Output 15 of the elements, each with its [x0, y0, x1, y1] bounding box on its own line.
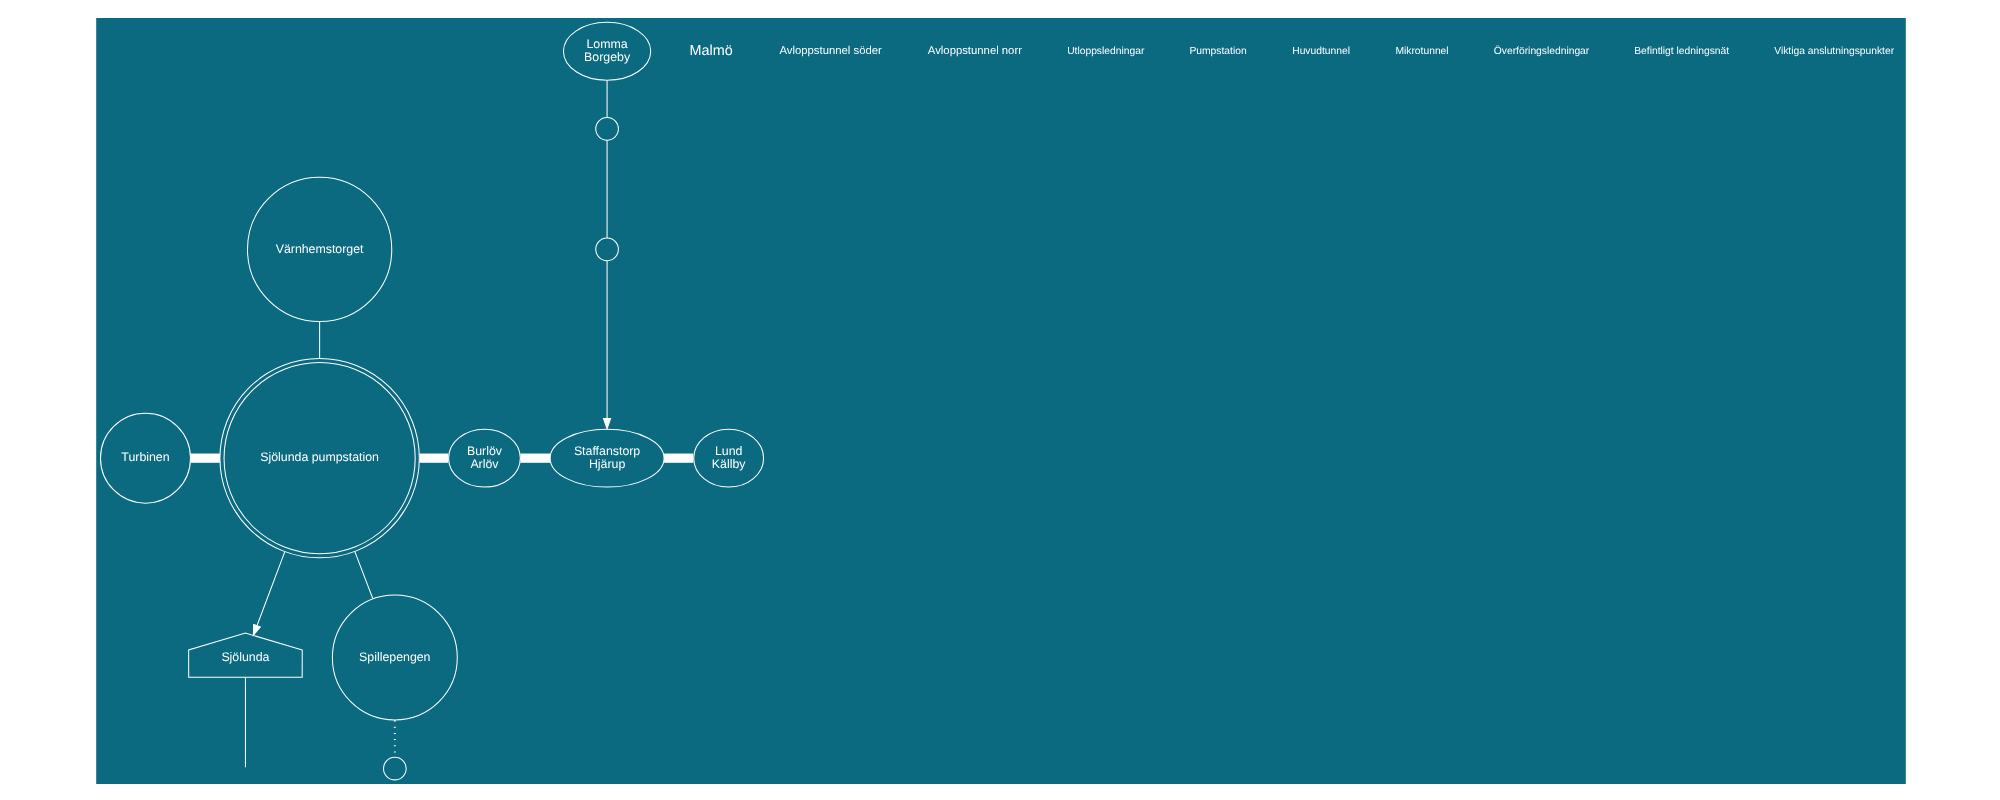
connector — [189, 452, 219, 462]
node-circle — [594, 236, 618, 261]
arrow — [601, 259, 611, 430]
connector — [519, 452, 550, 462]
connector — [318, 320, 320, 358]
node-circle — [594, 116, 618, 140]
connector — [353, 549, 373, 599]
node-circle — [382, 755, 406, 780]
connector — [605, 138, 607, 238]
connector — [418, 452, 448, 462]
connector — [605, 78, 607, 117]
arrow — [251, 550, 285, 636]
connector — [663, 452, 693, 462]
connector — [243, 675, 245, 767]
connector — [392, 719, 395, 756]
